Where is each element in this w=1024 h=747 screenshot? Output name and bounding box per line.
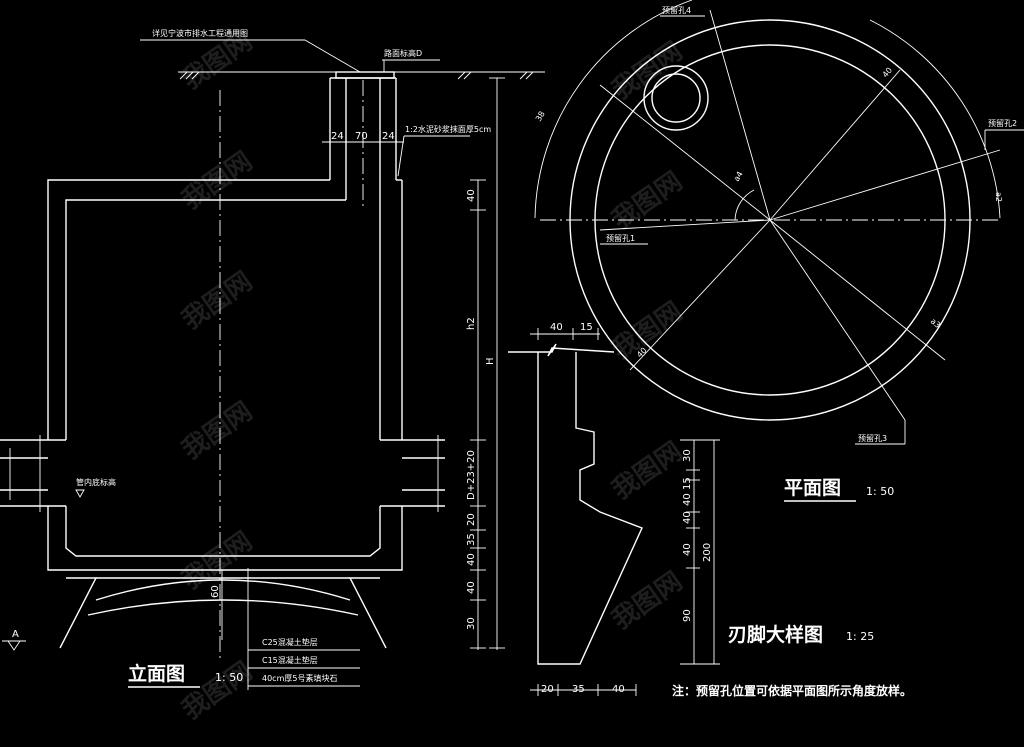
elevation-view: 详见宁波市排水工程通用图 路面标高D 24 70 24 1:2水泥砂浆抹面厚5c… [0, 28, 545, 690]
svg-text:40: 40 [682, 493, 693, 506]
svg-text:40: 40 [881, 66, 894, 80]
detail-scale: 1: 25 [846, 630, 874, 643]
svg-text:a2: a2 [994, 192, 1003, 202]
plaster-note: 1:2水泥砂浆抹面厚5cm [405, 124, 491, 134]
general-note: 注：预留孔位置可依据平面图所示角度放样。 [672, 683, 912, 698]
svg-text:70: 70 [355, 131, 368, 142]
svg-text:我图网: 我图网 [177, 146, 258, 215]
svg-text:15: 15 [682, 477, 693, 490]
svg-text:24: 24 [382, 131, 395, 142]
ground-label: 路面标高D [384, 48, 422, 58]
svg-text:我图网: 我图网 [607, 566, 688, 635]
svg-text:D+23+20: D+23+20 [466, 450, 477, 500]
svg-text:35: 35 [466, 533, 477, 546]
svg-text:90: 90 [682, 609, 693, 622]
svg-text:30: 30 [682, 449, 693, 462]
right-dimension-chain: 40 h2 H D+23+20 20 35 40 40 30 [466, 77, 505, 650]
svg-text:15: 15 [580, 322, 593, 333]
well-shell [47, 179, 403, 649]
riser-shaft [329, 77, 397, 200]
section-mark: A [12, 629, 19, 640]
svg-text:h2: h2 [466, 317, 477, 330]
plan-cover-outer [643, 65, 709, 131]
svg-text:C25混凝土垫层: C25混凝土垫层 [262, 637, 318, 647]
pipe-invert-note: 管内底标高 [76, 477, 116, 487]
elevation-scale: 1: 50 [215, 671, 243, 684]
svg-text:我图网: 我图网 [177, 656, 258, 725]
svg-text:H: H [485, 357, 496, 365]
ref-note: 详见宁波市排水工程通用图 [152, 28, 248, 38]
manhole-cover [335, 71, 395, 79]
svg-text:我图网: 我图网 [607, 436, 688, 505]
svg-text:200: 200 [702, 543, 713, 562]
hole-label-4: 预留孔4 [662, 5, 691, 15]
plan-title: 平面图 [784, 477, 841, 499]
pipe-right [380, 435, 445, 512]
svg-text:40: 40 [466, 553, 477, 566]
svg-text:我图网: 我图网 [607, 296, 688, 365]
wall-dim-row: 24 70 24 [322, 131, 404, 148]
elevation-title: 立面图 [128, 662, 185, 685]
svg-text:24: 24 [331, 131, 344, 142]
svg-text:40: 40 [682, 543, 693, 556]
svg-text:20: 20 [466, 513, 477, 526]
svg-text:40: 40 [466, 581, 477, 594]
svg-text:我图网: 我图网 [177, 396, 258, 465]
svg-text:40: 40 [550, 322, 563, 333]
svg-text:C15混凝土垫层: C15混凝土垫层 [262, 655, 318, 665]
hole-label-1: 预留孔1 [606, 233, 635, 243]
svg-text:a3: a3 [929, 317, 942, 330]
detail-side-dims: 30 40 15 40 40 200 90 [680, 439, 720, 665]
detail-title: 刃脚大样图 [728, 623, 823, 646]
svg-text:30: 30 [466, 617, 477, 630]
cutting-edge-detail: 40 15 20 35 40 30 40 15 40 40 200 90 [508, 322, 874, 696]
plan-cover-inner [651, 73, 701, 123]
svg-text:20: 20 [541, 684, 554, 695]
plan-view: 预留孔4 预留孔1 预留孔2 预留孔3 a4 a2 a3 38 40 40 平面… [534, 0, 1024, 502]
svg-text:a4: a4 [732, 170, 745, 183]
plan-scale: 1: 50 [866, 485, 894, 498]
svg-text:40: 40 [612, 684, 625, 695]
hole-label-2: 预留孔2 [988, 118, 1017, 128]
svg-text:40: 40 [682, 511, 693, 524]
svg-text:35: 35 [572, 684, 585, 695]
svg-text:我图网: 我图网 [177, 266, 258, 335]
svg-text:40: 40 [466, 189, 477, 202]
pipe-left [0, 435, 66, 512]
layer-legend: C25混凝土垫层 C15混凝土垫层 40cm厚5号素填块石 [247, 568, 360, 690]
hole-label-3: 预留孔3 [858, 433, 887, 443]
svg-text:60: 60 [210, 585, 221, 598]
svg-text:38: 38 [534, 110, 547, 123]
svg-text:40cm厚5号素填块石: 40cm厚5号素填块石 [262, 673, 337, 683]
